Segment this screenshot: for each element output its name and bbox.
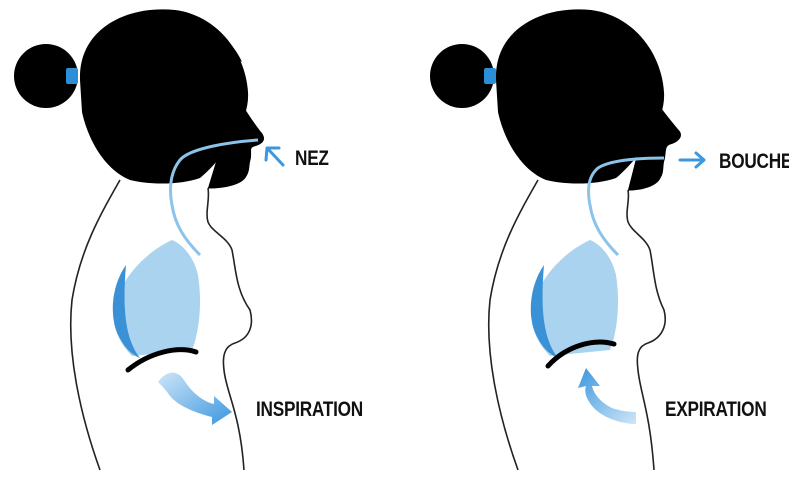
hair-tie (484, 68, 496, 84)
back-outline (71, 180, 120, 470)
inspiration-caption: INSPIRATION (256, 398, 363, 422)
arrow-up-left-icon (266, 148, 283, 165)
expiration-caption: EXPIRATION (665, 398, 767, 422)
expiration-panel (430, 9, 704, 470)
hair (14, 9, 248, 183)
front-outline (627, 190, 665, 470)
hair (430, 9, 664, 183)
curved-arrow-down-right-icon (158, 373, 232, 425)
arrow-right-icon (680, 153, 704, 167)
lung (113, 240, 200, 358)
hair-tie (66, 68, 78, 84)
curved-arrow-up-left-icon (578, 368, 636, 424)
back-outline (489, 180, 538, 470)
inspiration-panel (14, 9, 283, 470)
mouth-label: BOUCHE (719, 150, 789, 174)
front-outline (207, 188, 251, 470)
nose-label: NEZ (295, 147, 329, 171)
